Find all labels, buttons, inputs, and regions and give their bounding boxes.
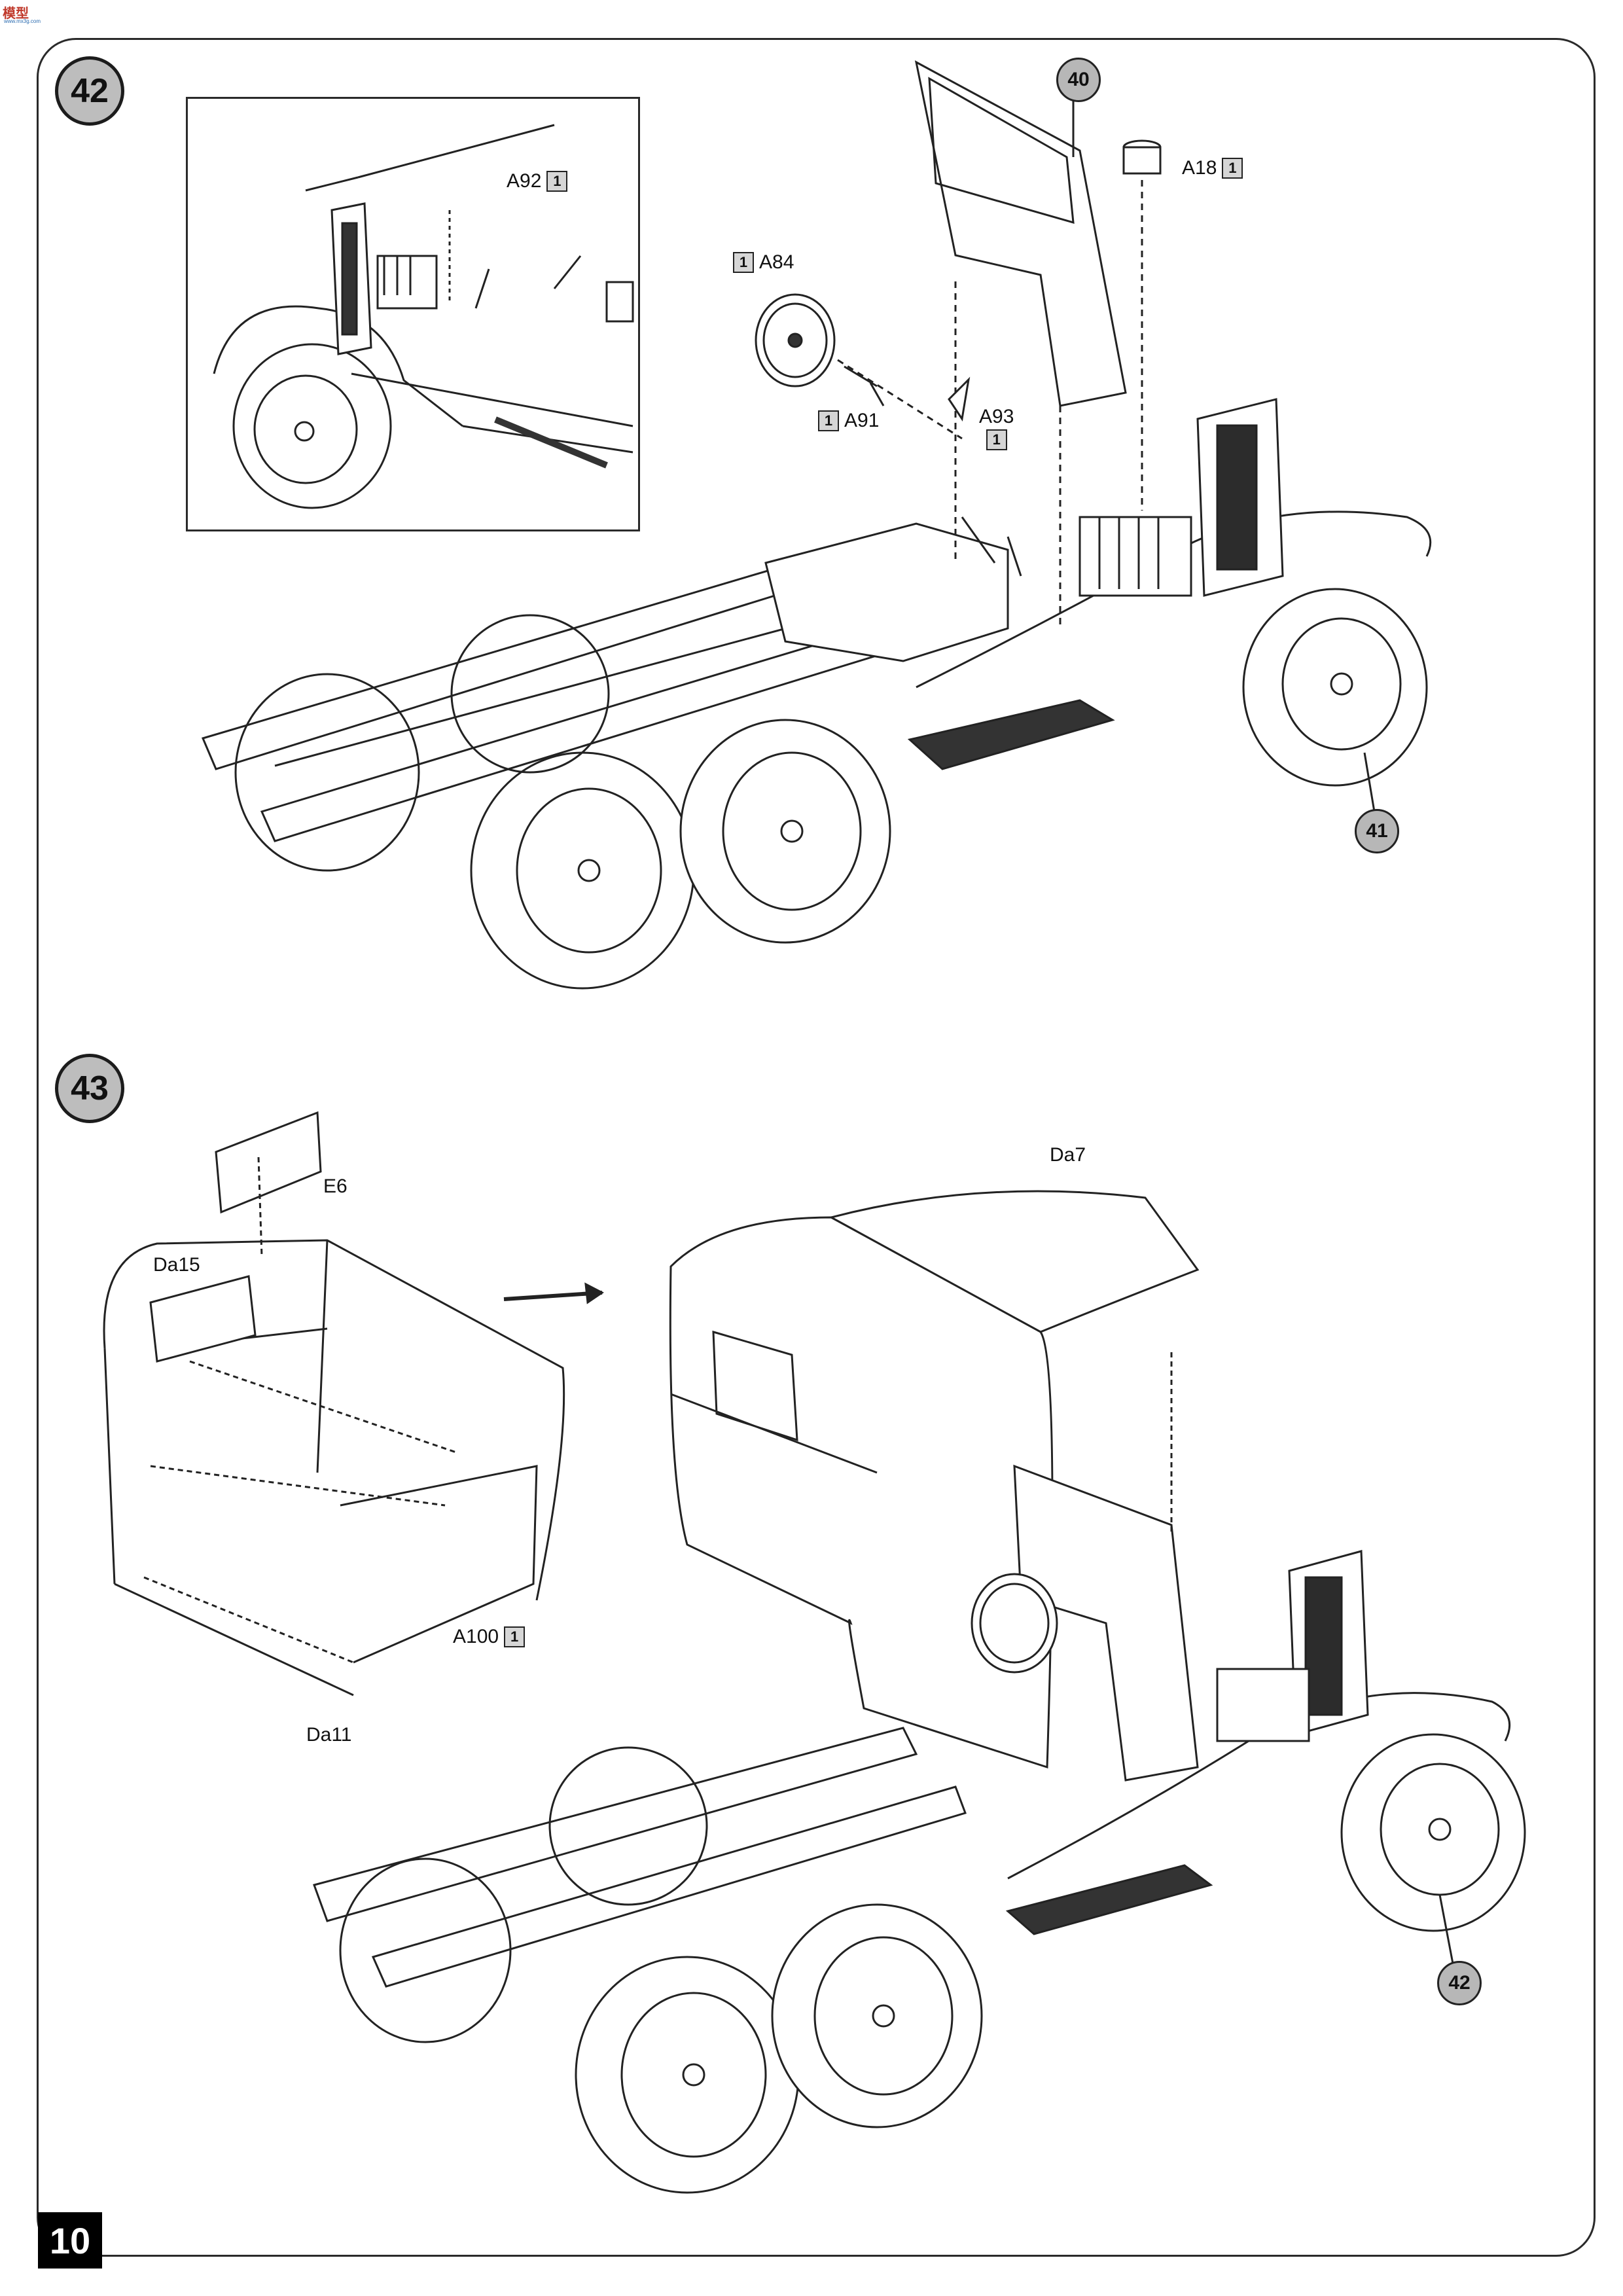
part-code: Da15	[153, 1254, 200, 1276]
sprue-box: 1	[733, 252, 754, 273]
inset-illustration	[213, 124, 634, 509]
ref-step-40: 40	[1056, 58, 1101, 102]
part-code: A18	[1182, 157, 1217, 179]
part-label-da11: Da11	[306, 1724, 352, 1746]
part-code: A91	[844, 410, 880, 431]
step-43-badge: 43	[55, 1054, 124, 1123]
part-code: A93	[979, 406, 1014, 427]
step-42-badge: 42	[55, 56, 124, 126]
page-number: 10	[38, 2212, 102, 2269]
part-label-e6: E6	[323, 1175, 348, 1198]
part-code: E6	[323, 1175, 348, 1197]
step-42-inset-detail	[186, 97, 640, 531]
site-logo-url: www.mx3g.com	[4, 18, 41, 24]
ref-step-41: 41	[1355, 809, 1399, 853]
part-label-a91: 1 A91	[818, 410, 879, 432]
part-label-a100: A100 1	[453, 1626, 526, 1648]
part-label-a18: A18 1	[1182, 157, 1243, 179]
ref-step-42: 42	[1437, 1961, 1482, 2005]
sprue-box: 1	[546, 171, 568, 192]
sprue-box: 1	[986, 429, 1007, 450]
part-code: A92	[507, 170, 542, 192]
part-label-a84: 1 A84	[733, 251, 794, 274]
site-logo: 模型	[3, 7, 29, 21]
part-code: A84	[759, 251, 794, 273]
part-code: Da7	[1050, 1144, 1086, 1166]
sprue-box: 1	[504, 1626, 526, 1647]
page-frame	[37, 38, 1596, 2257]
part-label-da15: Da15	[153, 1254, 200, 1276]
part-label-a93: A93 1	[979, 406, 1014, 450]
sprue-box: 1	[1222, 158, 1243, 179]
part-label-da7: Da7	[1050, 1144, 1086, 1166]
sprue-box: 1	[818, 410, 839, 431]
part-label-a92: A92 1	[507, 170, 568, 192]
part-code: A100	[453, 1626, 499, 1647]
part-code: Da11	[306, 1724, 352, 1746]
